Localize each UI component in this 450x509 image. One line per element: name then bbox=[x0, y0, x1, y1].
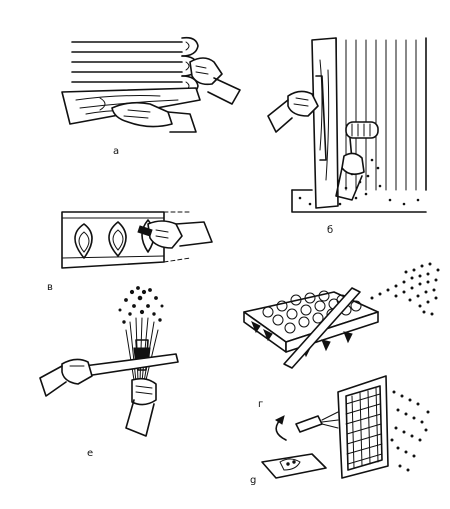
flame-sparks bbox=[118, 286, 164, 324]
panel-label-b: б bbox=[327, 225, 334, 236]
panel-a-drawing bbox=[61, 36, 241, 133]
panel-label-g: г bbox=[258, 399, 264, 410]
panel-g-drawing bbox=[243, 262, 440, 369]
panel-label-v: в bbox=[47, 282, 53, 293]
panel-b-drawing bbox=[267, 37, 427, 213]
panel-e-drawing bbox=[39, 286, 179, 437]
spray-cloud bbox=[370, 262, 440, 316]
panel-d-drawing bbox=[261, 375, 430, 479]
panel-label-e: е bbox=[87, 448, 94, 459]
panel-label-a: а bbox=[113, 146, 120, 157]
mesh-spray bbox=[390, 390, 430, 472]
panel-v-drawing bbox=[61, 211, 213, 269]
panel-label-d: g bbox=[250, 475, 257, 486]
